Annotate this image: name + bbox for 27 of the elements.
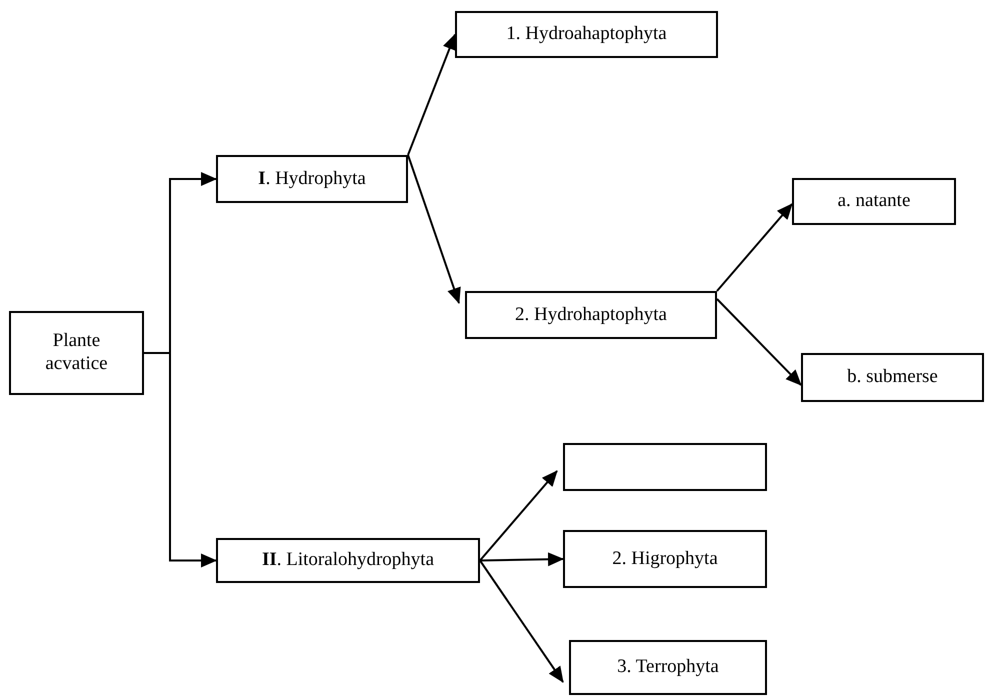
- arrow: [479, 470, 558, 562]
- category-box: [216, 155, 408, 203]
- arrow: [407, 154, 461, 304]
- arrow: [716, 203, 793, 292]
- category-box: [563, 530, 767, 588]
- empty-box: [563, 443, 767, 491]
- arrow: [407, 34, 456, 156]
- node-label: b. submerse: [847, 366, 938, 389]
- category-box: [455, 11, 718, 58]
- arrow: [480, 552, 564, 566]
- node-label: a. natante: [838, 190, 910, 213]
- category-box: [801, 353, 984, 402]
- node-label: 2. Higrophyta: [612, 548, 718, 570]
- category-box: [465, 291, 717, 339]
- arrow: [144, 352, 217, 568]
- node-label: 2. Hydrohaptophyta: [515, 304, 667, 326]
- node-label: II. Litoralohydrophyta: [262, 549, 434, 572]
- node-label: Plante acvatice: [44, 330, 109, 376]
- category-box: [569, 640, 767, 695]
- category-box: [9, 311, 144, 395]
- arrow: [479, 560, 564, 683]
- category-box: [792, 178, 956, 225]
- node-label: 1. Hydroahaptophyta: [506, 23, 667, 46]
- node-label: I. Hydrophyta: [258, 168, 366, 190]
- arrow: [716, 298, 802, 386]
- category-box: [216, 538, 480, 583]
- node-label: 3. Terrophyta: [617, 656, 719, 679]
